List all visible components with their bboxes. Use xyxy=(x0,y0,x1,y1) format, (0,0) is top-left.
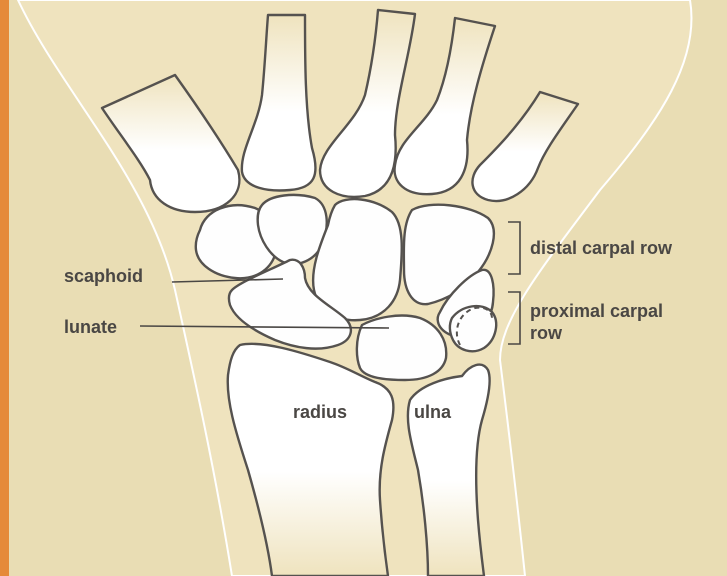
radius-label: radius xyxy=(293,402,347,422)
lunate-label: lunate xyxy=(64,317,117,337)
ulna-label: ulna xyxy=(414,402,452,422)
distal-carpal-row-label: distal carpal row xyxy=(530,238,673,258)
proximal-carpal-row-label-line2: row xyxy=(530,323,563,343)
pisiform xyxy=(450,306,496,351)
left-border-accent xyxy=(0,0,9,576)
lunate-bone xyxy=(357,316,446,380)
scaphoid-label: scaphoid xyxy=(64,266,143,286)
proximal-carpal-row-label-line1: proximal carpal xyxy=(530,301,663,321)
forearm-bones xyxy=(228,344,490,576)
